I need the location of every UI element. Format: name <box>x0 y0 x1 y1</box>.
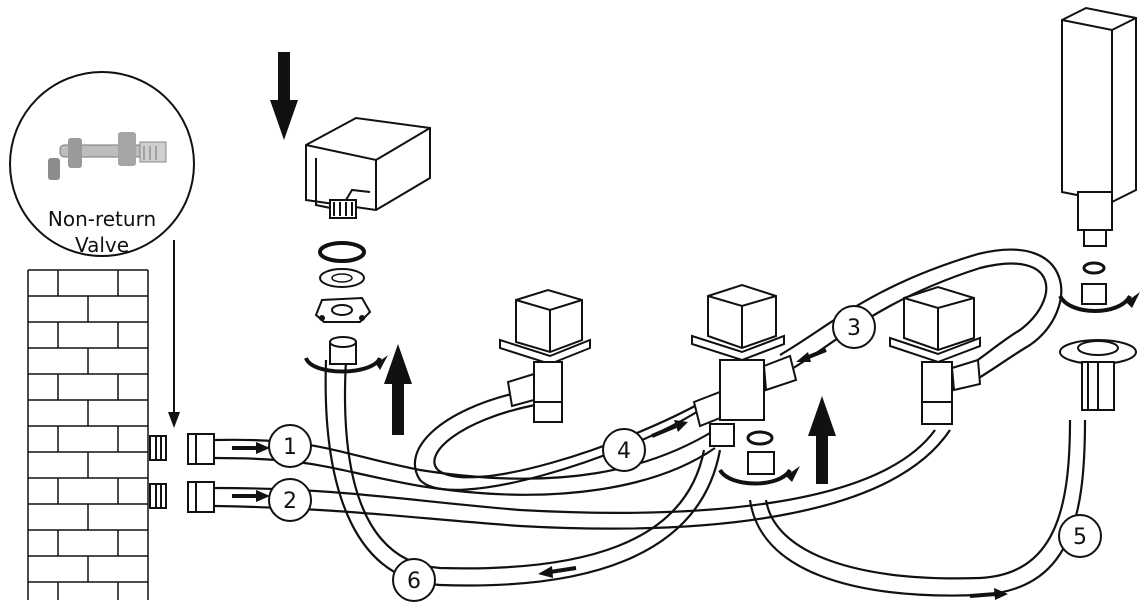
marker-1: 1 <box>268 424 312 468</box>
spout-washer-1 <box>318 241 366 263</box>
marker-2: 2 <box>268 478 312 522</box>
svg-text:6: 6 <box>407 569 421 594</box>
marker-5: 5 <box>1058 514 1102 558</box>
marker-4: 4 <box>602 428 646 472</box>
spout-washer-2 <box>319 268 365 288</box>
hand-shower-icon <box>1058 6 1140 411</box>
flow-arrow-icon <box>270 52 412 435</box>
spout-bracket <box>314 296 372 323</box>
tap-handle-icon <box>889 285 982 425</box>
wall-outlet-lower <box>149 483 167 509</box>
callout-line-2: Valve <box>75 233 129 257</box>
marker-3: 3 <box>832 305 876 349</box>
svg-text:3: 3 <box>847 316 861 341</box>
spout-nut <box>304 336 388 374</box>
tap-handle-icon <box>499 288 591 423</box>
diverter-valve-icon <box>691 283 800 486</box>
svg-text:2: 2 <box>283 489 297 514</box>
non-return-valve-callout: Non-return Valve <box>9 71 195 428</box>
brick-wall-icon <box>27 269 149 600</box>
marker-6: 6 <box>392 558 436 602</box>
diverter-arrow <box>808 396 836 484</box>
wall-outlet-upper <box>149 435 167 461</box>
svg-text:1: 1 <box>283 435 297 460</box>
non-return-valve-icon <box>48 132 167 180</box>
svg-text:4: 4 <box>617 439 631 464</box>
spout-icon <box>305 116 431 219</box>
svg-text:5: 5 <box>1073 525 1087 550</box>
callout-line-1: Non-return <box>48 207 156 231</box>
inlet-fitting-1 <box>187 433 215 465</box>
inlet-fitting-2 <box>187 481 215 513</box>
flow-arrow-icon <box>232 348 1008 600</box>
